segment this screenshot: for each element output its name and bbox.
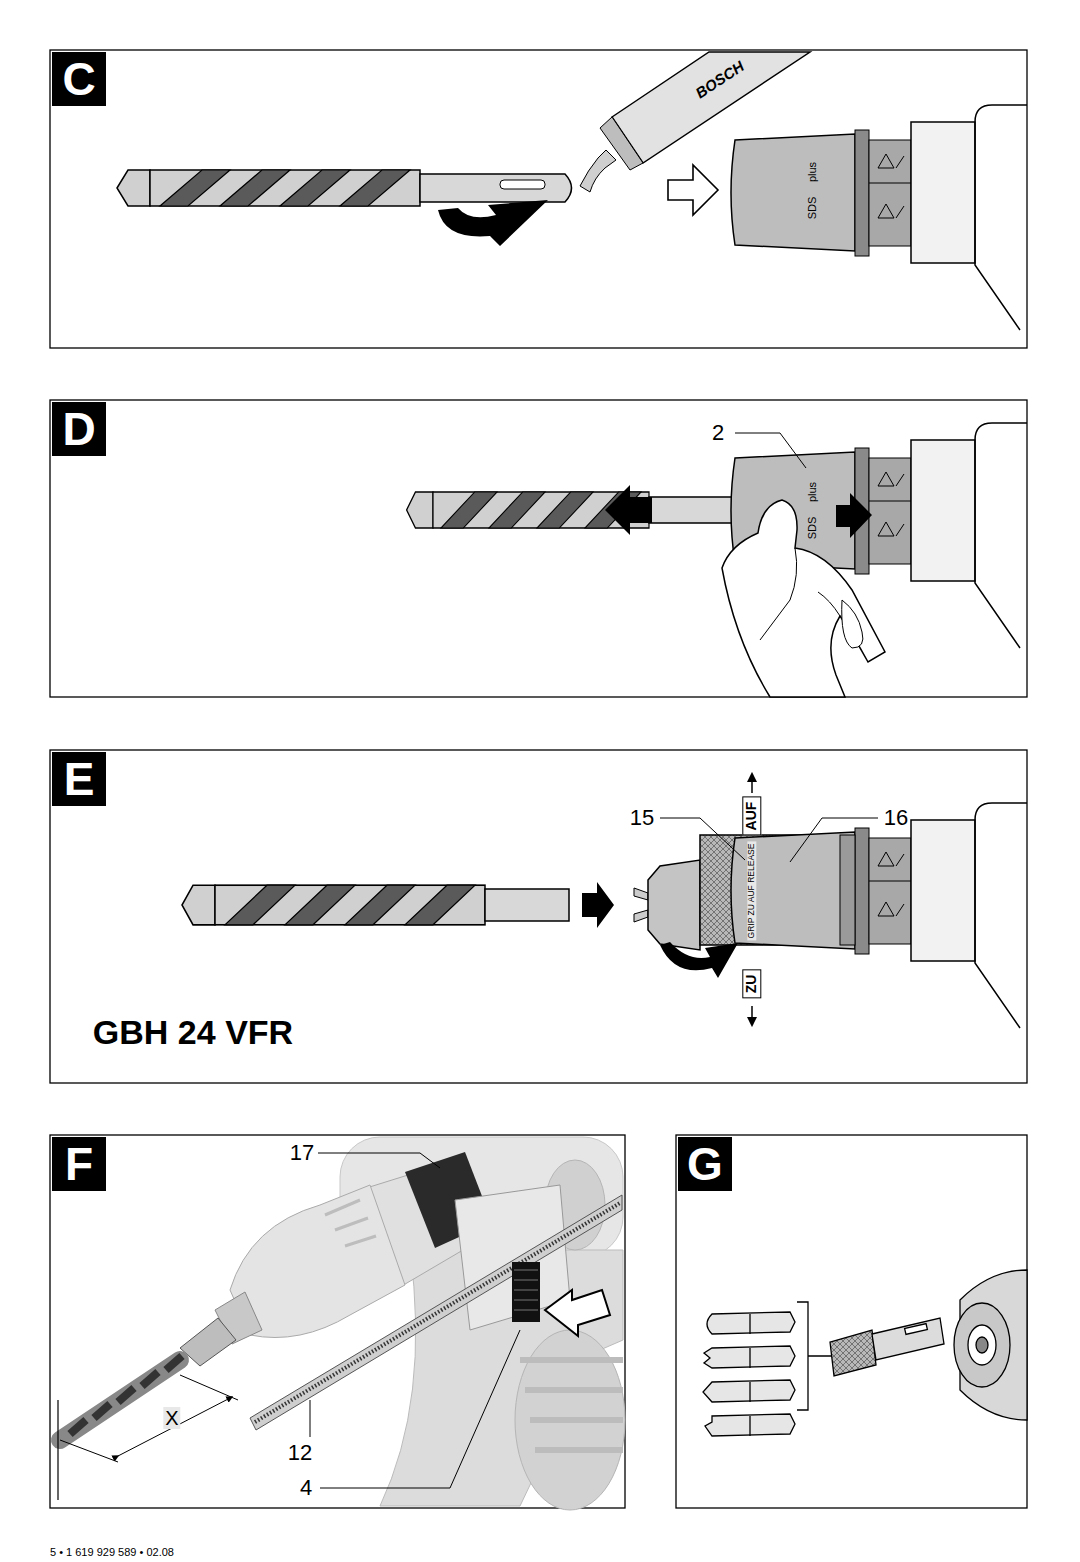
footer-note: 5 • 1 619 929 589 • 02.08: [50, 1546, 174, 1558]
panel-letter: D: [52, 402, 106, 456]
dimension-label: X: [163, 1407, 180, 1429]
callout-number: 17: [290, 1141, 314, 1165]
direction-label: AUF: [742, 797, 761, 836]
panel-letter-text: D: [62, 406, 95, 452]
model-name: GBH 24 VFR: [93, 1014, 293, 1051]
panel-letter: E: [52, 752, 106, 806]
chuck-marking: plus: [806, 162, 818, 182]
chuck-marking: SDS: [806, 517, 818, 540]
panel-letter-text: G: [687, 1141, 723, 1187]
panel-letter-text: F: [65, 1141, 93, 1187]
chuck-marking: SDS: [806, 197, 818, 220]
panel-letter-text: E: [64, 756, 95, 802]
panel-letter: F: [52, 1137, 106, 1191]
chuck-marking: GRIP ZU AUF RELEASE: [747, 842, 756, 941]
callout-number: 12: [288, 1441, 312, 1465]
callout-number: 4: [300, 1476, 312, 1500]
panel-letter-text: C: [62, 56, 95, 102]
panel-letter: C: [52, 52, 106, 106]
panel-letter: G: [678, 1137, 732, 1191]
callout-number: 15: [630, 806, 654, 830]
direction-label: ZU: [742, 970, 761, 999]
callout-number: 2: [712, 421, 724, 445]
callout-number: 16: [884, 806, 908, 830]
chuck-marking: plus: [806, 482, 818, 502]
